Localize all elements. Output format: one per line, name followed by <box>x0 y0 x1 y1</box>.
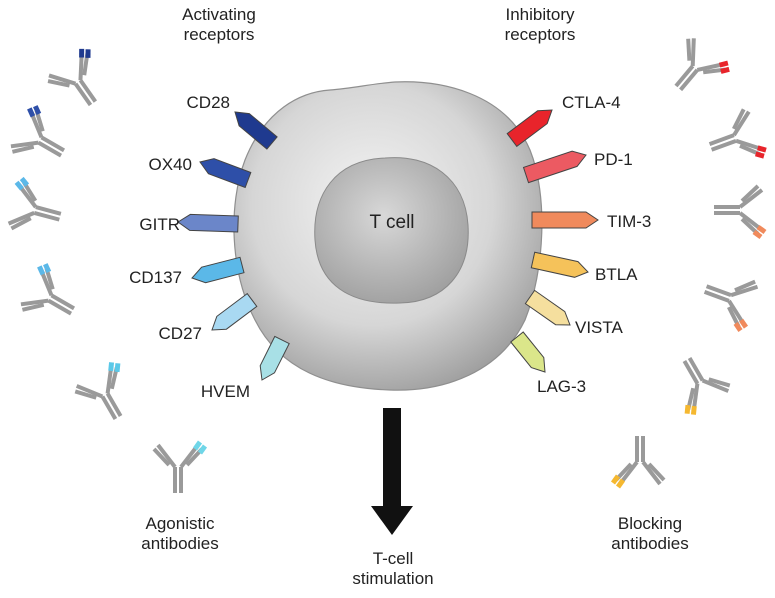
receptor-label-lag3: LAG-3 <box>537 377 587 396</box>
receptor-label-vista: VISTA <box>575 318 623 337</box>
receptor-label-cd28: CD28 <box>186 93 230 112</box>
receptor-layer <box>177 109 599 381</box>
receptor-label-btla: BTLA <box>595 265 638 284</box>
receptor-inhibitory-pd1 <box>522 150 587 184</box>
receptor-label-gitr: GITR <box>139 215 180 234</box>
t-cell-nucleus <box>314 157 469 304</box>
blocking-antibody-4 <box>703 279 759 332</box>
receptor-inhibitory-ctla4 <box>506 109 553 148</box>
antibody-layer <box>7 38 767 493</box>
t-cell <box>233 81 543 391</box>
blocking-antibody-2 <box>708 108 767 159</box>
agonistic-antibody-5 <box>74 362 123 421</box>
receptor-label-ox40: OX40 <box>148 155 192 174</box>
agonistic-antibody-1 <box>47 48 98 107</box>
agonistic-antibody-4 <box>20 263 76 316</box>
blocking-antibody-5 <box>682 356 731 415</box>
agonistic-antibody-2 <box>10 105 66 158</box>
blocking-antibody-6 <box>610 436 666 489</box>
receptor-label-cd27: CD27 <box>158 324 202 343</box>
receptor-inhibitory-tim3 <box>531 211 599 229</box>
agonistic-antibody-3 <box>7 176 62 231</box>
receptor-activating-gitr <box>177 213 239 233</box>
blocking-antibody-3 <box>714 184 767 240</box>
receptor-label-tim3: TIM-3 <box>607 212 652 231</box>
receptor-activating-ox40 <box>199 158 252 189</box>
receptor-label-ctla4: CTLA-4 <box>562 93 621 112</box>
receptor-label-hvem: HVEM <box>200 382 250 401</box>
receptor-inhibitory-btla <box>530 251 589 278</box>
receptor-activating-cd137 <box>191 256 245 284</box>
receptor-inhibitory-lag3 <box>510 331 546 373</box>
stimulation-arrow <box>371 408 413 535</box>
receptor-label-pd1: PD-1 <box>594 150 633 169</box>
receptor-label-cd137: CD137 <box>129 268 182 287</box>
blocking-antibody-1 <box>674 38 730 92</box>
agonistic-antibody-6 <box>152 440 208 493</box>
t-cell-label: T cell <box>369 212 415 233</box>
receptor-inhibitory-vista <box>524 289 571 326</box>
receptor-activating-hvem <box>259 335 290 381</box>
receptor-activating-cd28 <box>234 111 278 150</box>
receptor-activating-cd27 <box>211 292 258 331</box>
